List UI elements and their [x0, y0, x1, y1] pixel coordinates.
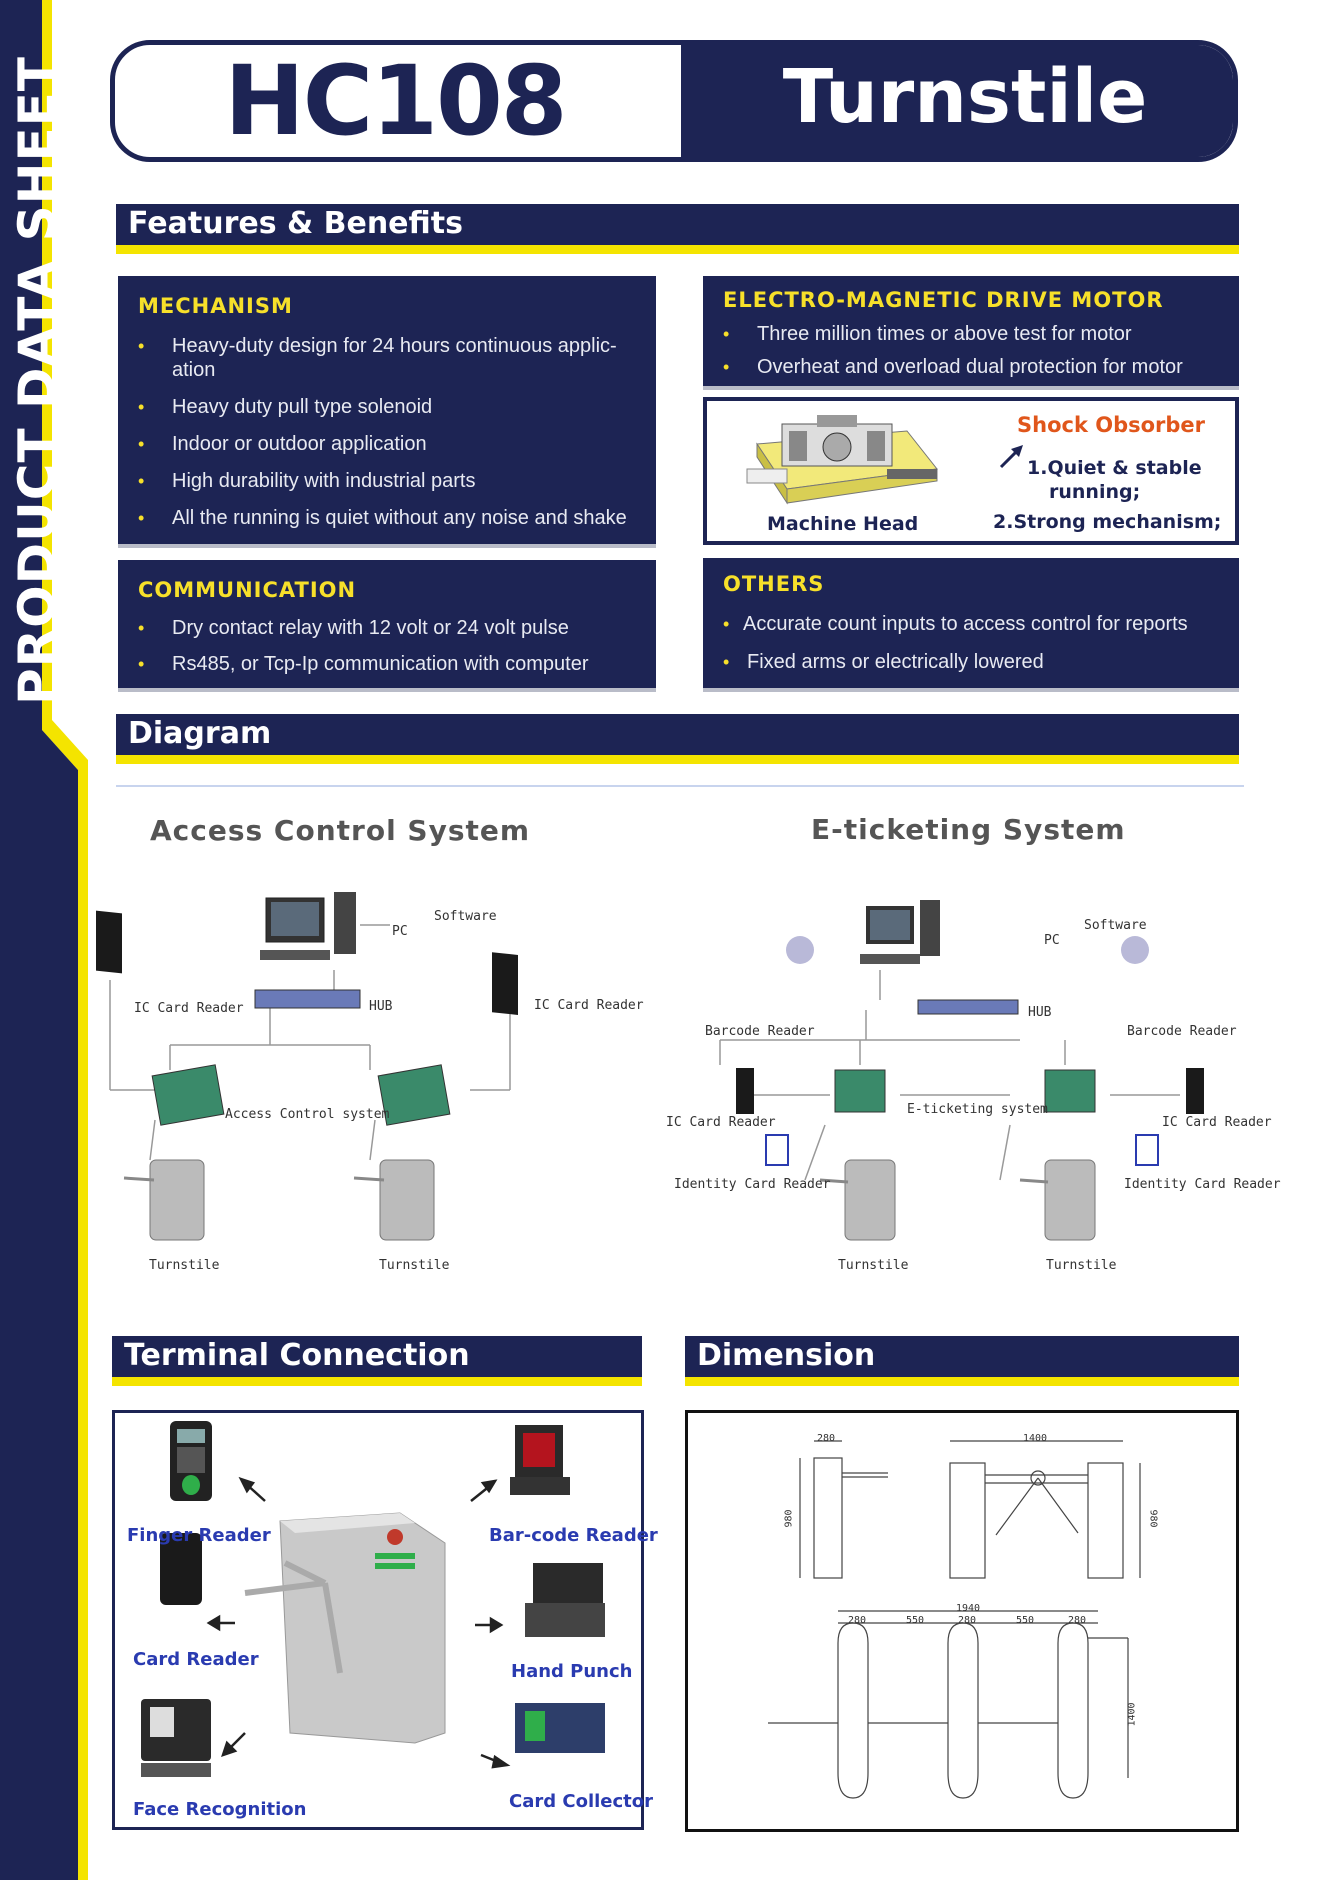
ac-turnstile-left: Turnstile — [149, 1258, 220, 1273]
ac-ic-card-reader-right: IC Card Reader — [534, 998, 644, 1013]
others-panel: OTHERS •Accurate count inputs to access … — [703, 558, 1239, 692]
ac-system-label: Access Control system — [225, 1107, 390, 1122]
list-item: •Heavy-duty design for 24 hours continuo… — [138, 335, 617, 381]
et-ic-card-reader-left: IC Card Reader — [666, 1115, 776, 1130]
dimension-box: 280 1400 980 980 1940 280 550 280 550 28… — [685, 1410, 1239, 1832]
card-collector-label: Card Collector — [509, 1791, 654, 1812]
list-item: •Dry contact relay with 12 volt or 24 vo… — [138, 617, 569, 639]
dim-height-left: 980 — [783, 1509, 795, 1528]
list-item: •Rs485, or Tcp-Ip communication with com… — [138, 653, 589, 675]
barcode-reader-label: Bar-code Reader — [489, 1525, 658, 1546]
et-identity-reader-right: Identity Card Reader — [1124, 1177, 1281, 1192]
product-name: Turnstile — [782, 54, 1148, 140]
communication-panel: COMMUNICATION •Dry contact relay with 12… — [118, 560, 656, 692]
et-hub-label: HUB — [1028, 1005, 1052, 1020]
ac-software-label: Software — [434, 909, 497, 924]
mechanism-list: •Heavy-duty design for 24 hours continuo… — [138, 334, 636, 530]
et-software-label: Software — [1084, 918, 1147, 933]
ac-ic-card-reader-left: IC Card Reader — [134, 1001, 244, 1016]
list-item: •High durability with industrial parts — [138, 470, 476, 492]
dim-top-width: 280 — [817, 1433, 836, 1444]
list-item: •Overheat and overload dual protection f… — [723, 356, 1183, 378]
shock-absorber-box: Machine Head Shock Obsorber 1.Quiet & st… — [703, 397, 1239, 545]
others-list: •Accurate count inputs to access control… — [723, 612, 1219, 674]
card-reader-label: Card Reader — [133, 1649, 259, 1670]
et-ic-card-reader-right: IC Card Reader — [1162, 1115, 1272, 1130]
et-pc-label: PC — [1044, 933, 1060, 948]
list-item: •Accurate count inputs to access control… — [723, 613, 1188, 635]
section-dimension: Dimension — [685, 1336, 1239, 1386]
header-box: HC108 Turnstile — [110, 40, 1238, 162]
mechanism-title: MECHANISM — [138, 294, 293, 318]
dim-depth: 1400 — [1126, 1702, 1138, 1727]
list-item: •Fixed arms or electrically lowered — [723, 651, 1044, 673]
list-item: •Three million times or above test for m… — [723, 323, 1132, 345]
dimension-drawing — [768, 1440, 1141, 1799]
side-title: PRODUCT DATA SHEET — [8, 56, 66, 705]
shock-point-2: 2.Strong mechanism; — [993, 511, 1222, 533]
access-control-diagram — [96, 892, 518, 1241]
et-barcode-reader-left: Barcode Reader — [705, 1024, 815, 1039]
mechanism-panel: MECHANISM •Heavy-duty design for 24 hour… — [118, 276, 656, 548]
hand-punch-label: Hand Punch — [511, 1661, 633, 1682]
machine-head-label: Machine Head — [767, 513, 919, 535]
others-title: OTHERS — [723, 572, 825, 596]
list-item: •All the running is quiet without any no… — [138, 507, 627, 529]
et-identity-reader-left: Identity Card Reader — [674, 1177, 831, 1192]
communication-title: COMMUNICATION — [138, 578, 357, 602]
list-item: •Heavy duty pull type solenoid — [138, 396, 433, 418]
ac-turnstile-right: Turnstile — [379, 1258, 450, 1273]
arrow-up-icon — [999, 445, 1023, 469]
machine-head-image — [746, 415, 938, 505]
side-accent — [38, 0, 88, 1880]
section-terminal-connection: Terminal Connection — [112, 1336, 642, 1386]
dim-550-b: 550 — [1016, 1615, 1035, 1626]
terminal-connection-image — [141, 1421, 605, 1777]
eticketing-title: E-ticketing System — [811, 813, 1126, 846]
motor-list: •Three million times or above test for m… — [723, 322, 1219, 379]
ac-pc-label: PC — [392, 924, 408, 939]
eticketing-diagram — [719, 900, 1204, 1241]
access-control-title: Access Control System — [150, 814, 531, 847]
motor-panel: ELECTRO-MAGNETIC DRIVE MOTOR •Three mill… — [703, 276, 1239, 390]
face-recognition-label: Face Recognition — [133, 1799, 307, 1820]
terminal-connection-box: Finger Reader Bar-code Reader Card Reade… — [112, 1410, 658, 1830]
dim-280-b: 280 — [958, 1615, 977, 1626]
motor-title: ELECTRO-MAGNETIC DRIVE MOTOR — [723, 288, 1164, 312]
ac-hub-label: HUB — [369, 999, 393, 1014]
communication-list: •Dry contact relay with 12 volt or 24 vo… — [138, 616, 636, 676]
shock-point-1b: running; — [1049, 481, 1141, 503]
divider — [116, 785, 1244, 787]
list-item: •Indoor or outdoor application — [138, 433, 427, 455]
et-turnstile-right: Turnstile — [1046, 1258, 1117, 1273]
et-barcode-reader-right: Barcode Reader — [1127, 1024, 1237, 1039]
dim-height-right: 980 — [1147, 1509, 1159, 1528]
et-system-label: E-ticketing system — [907, 1102, 1048, 1117]
model-number: HC108 — [224, 45, 567, 157]
header-right-fill — [681, 45, 1233, 157]
shock-absorber-label: Shock Obsorber — [1017, 413, 1206, 437]
finger-reader-label: Finger Reader — [127, 1525, 271, 1546]
dim-280-c: 280 — [1068, 1615, 1087, 1626]
et-turnstile-left: Turnstile — [838, 1258, 909, 1273]
dim-front-width: 1400 — [1023, 1433, 1048, 1444]
dim-280-a: 280 — [848, 1615, 867, 1626]
dim-550-a: 550 — [906, 1615, 925, 1626]
shock-point-1: 1.Quiet & stable — [1027, 457, 1202, 479]
side-strip — [0, 0, 42, 1880]
section-features: Features & Benefits — [116, 204, 1239, 254]
section-diagram: Diagram — [116, 714, 1239, 764]
dim-overall: 1940 — [956, 1603, 981, 1614]
